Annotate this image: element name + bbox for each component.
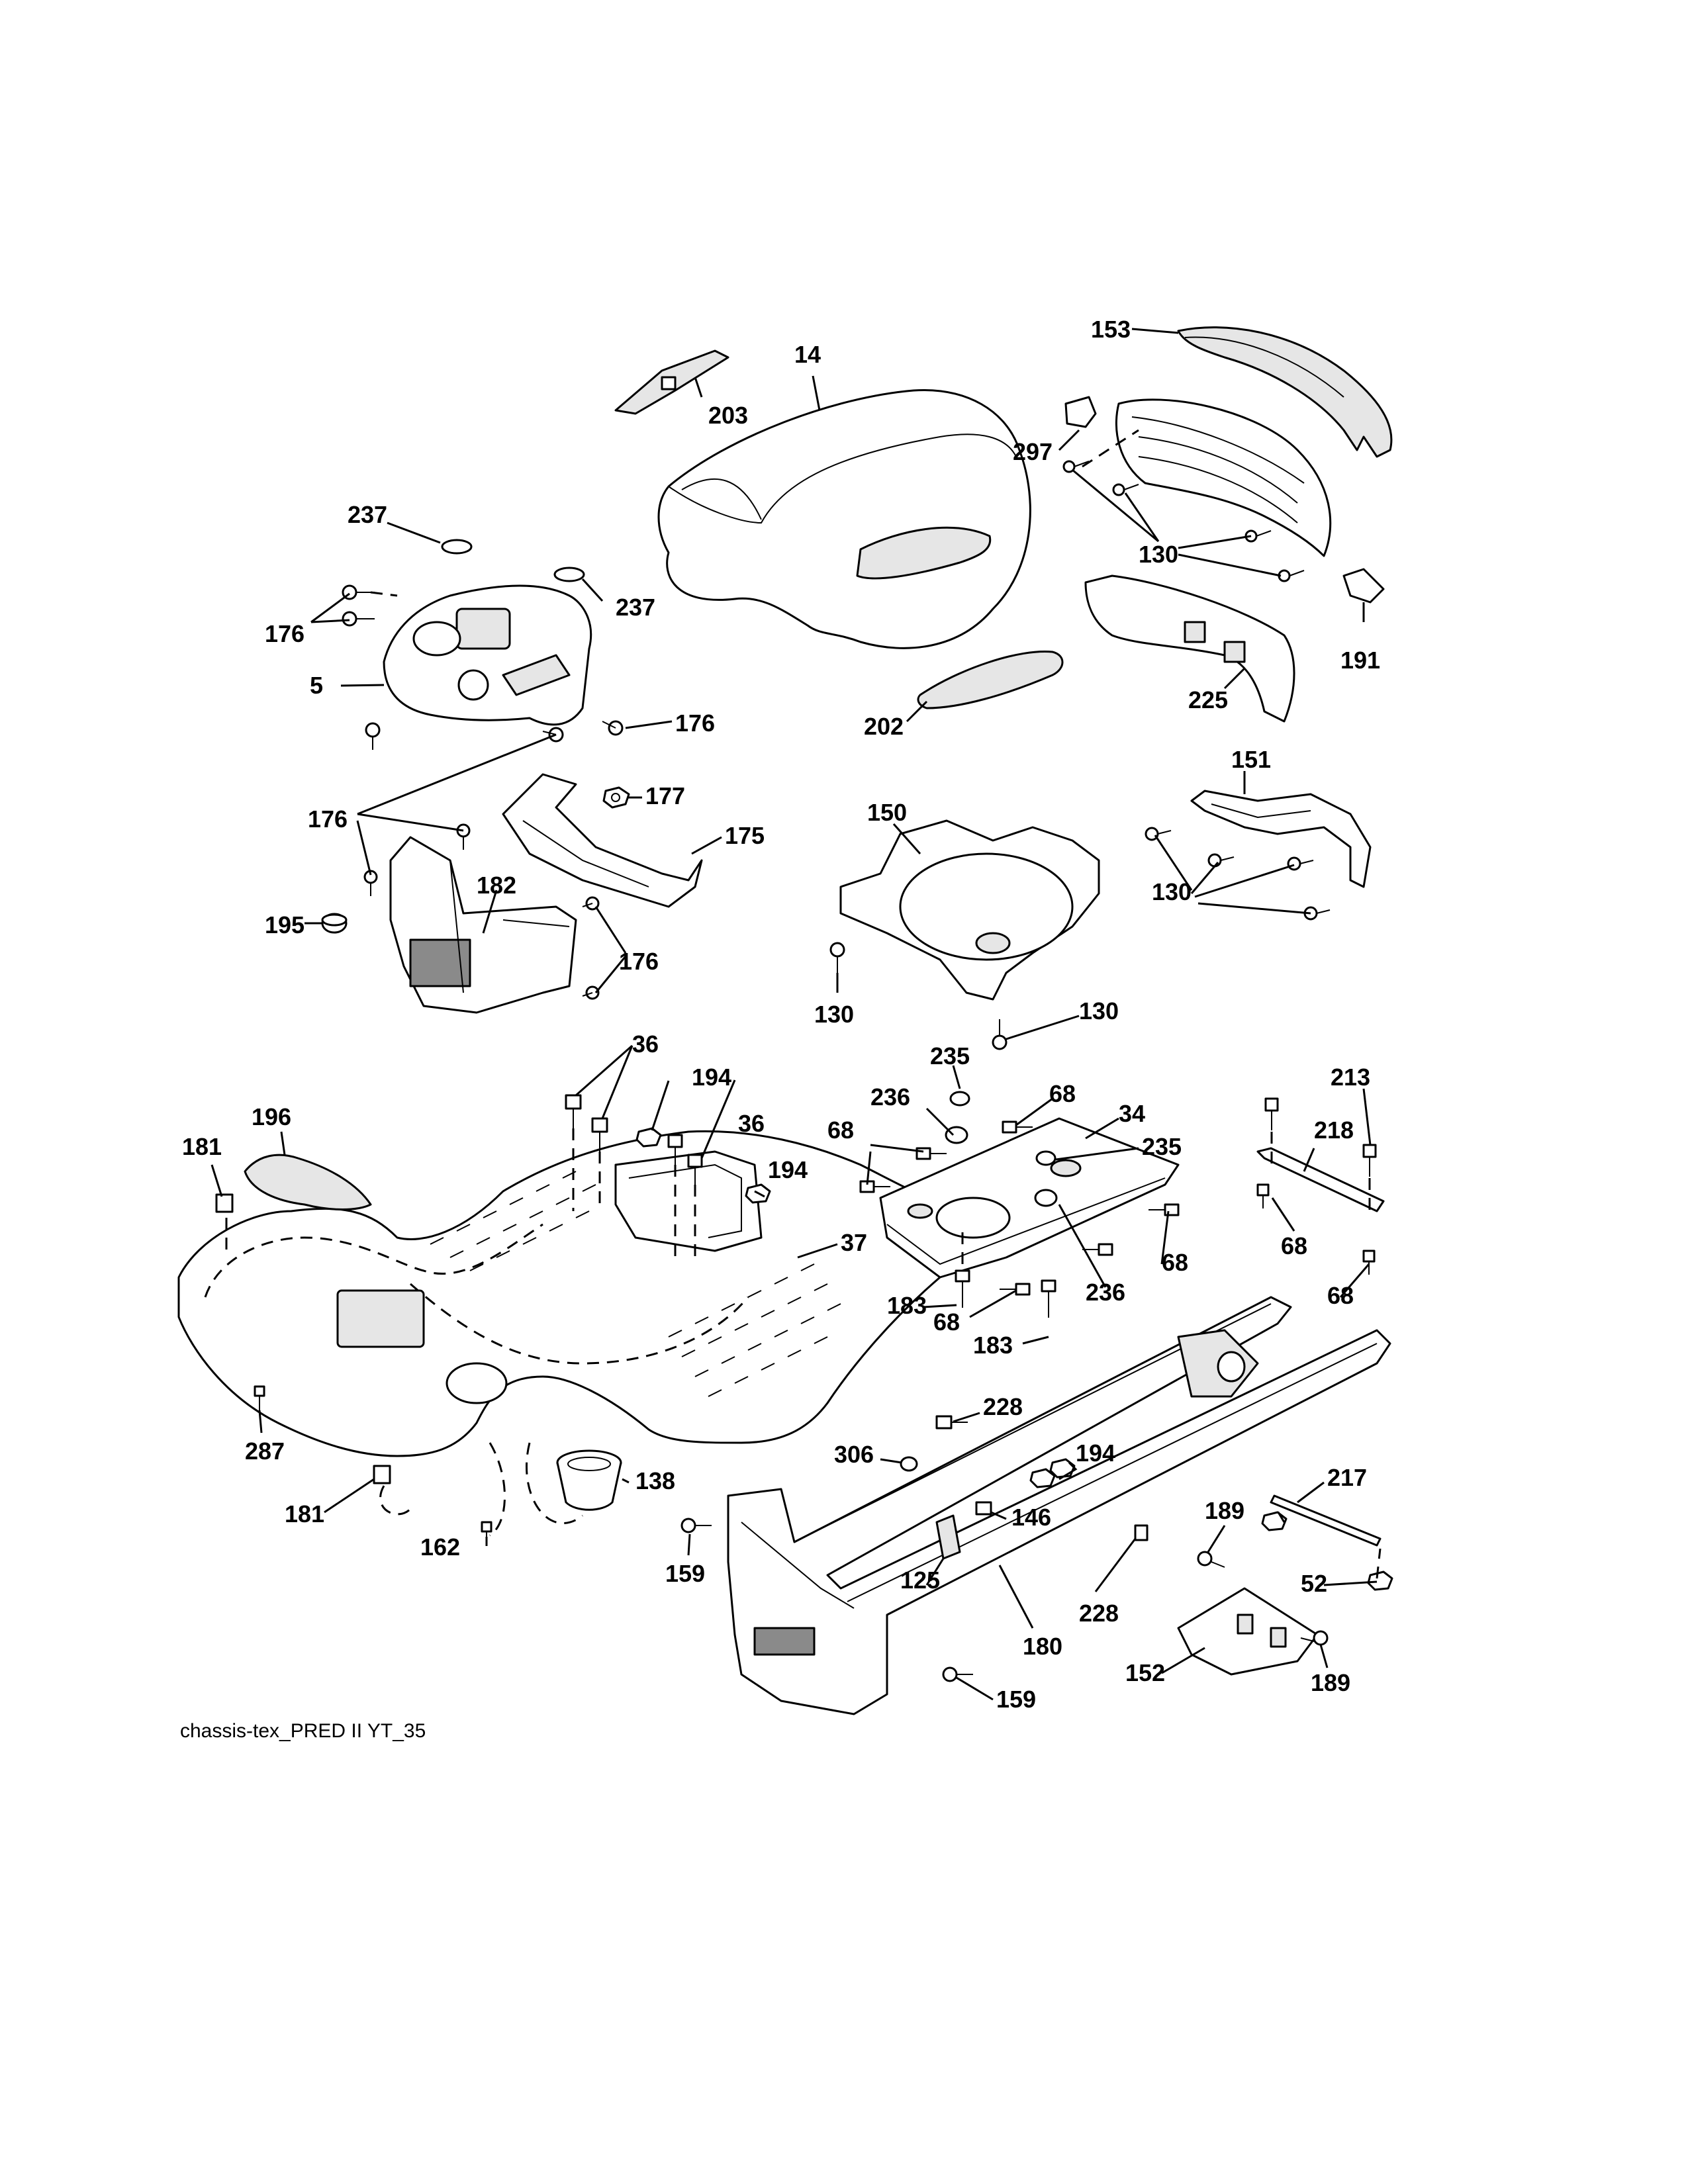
fasteners bbox=[215, 460, 1393, 1682]
callout-159: 159 bbox=[665, 1560, 705, 1587]
part-34-seat-plate bbox=[879, 1117, 1180, 1279]
callout-183: 183 bbox=[973, 1332, 1013, 1359]
callout-68: 68 bbox=[1327, 1282, 1354, 1309]
part-218-bracket bbox=[1256, 1147, 1385, 1212]
callout-181: 181 bbox=[285, 1500, 324, 1527]
callout-235: 235 bbox=[1142, 1133, 1182, 1160]
callout-68: 68 bbox=[933, 1308, 960, 1336]
callout-36: 36 bbox=[738, 1110, 765, 1137]
part-202-handle bbox=[917, 650, 1064, 709]
callout-34: 34 bbox=[1119, 1100, 1145, 1127]
callout-68: 68 bbox=[1162, 1249, 1188, 1276]
callout-52: 52 bbox=[1301, 1570, 1327, 1597]
callout-175: 175 bbox=[725, 822, 765, 849]
callout-194: 194 bbox=[692, 1064, 731, 1091]
callout-194: 194 bbox=[768, 1156, 808, 1183]
part-14-hood bbox=[657, 389, 1031, 649]
callout-159: 159 bbox=[996, 1686, 1036, 1713]
callout-228: 228 bbox=[983, 1393, 1023, 1420]
part-203-bracket bbox=[614, 349, 729, 415]
callout-68: 68 bbox=[1049, 1080, 1076, 1107]
part-196-cover bbox=[244, 1154, 372, 1210]
part-297-bumper bbox=[1064, 396, 1097, 428]
callout-196: 196 bbox=[252, 1103, 291, 1130]
callout-297: 297 bbox=[1013, 438, 1053, 465]
callout-236: 236 bbox=[870, 1083, 910, 1111]
fender-vent-slots bbox=[430, 1171, 841, 1397]
callout-237: 237 bbox=[616, 594, 655, 621]
callout-152: 152 bbox=[1125, 1659, 1165, 1686]
callout-306: 306 bbox=[834, 1441, 874, 1468]
part-150-shroud bbox=[839, 819, 1100, 1001]
callout-130: 130 bbox=[814, 1001, 854, 1028]
callout-labels: 153 14 203 297 130 237 237 176 5 176 191… bbox=[182, 316, 1380, 1713]
callout-225: 225 bbox=[1188, 686, 1228, 713]
callout-183: 183 bbox=[887, 1292, 927, 1319]
part-237-plugs bbox=[441, 539, 585, 582]
callout-146: 146 bbox=[1011, 1504, 1051, 1531]
assembly-lines bbox=[225, 429, 1382, 1579]
callout-228: 228 bbox=[1079, 1600, 1119, 1627]
part-180-frame bbox=[727, 1296, 1391, 1715]
callout-153: 153 bbox=[1091, 316, 1131, 343]
part-217-rod bbox=[1270, 1494, 1382, 1547]
callout-177: 177 bbox=[645, 782, 685, 809]
part-175-bracket bbox=[502, 773, 703, 908]
callout-176: 176 bbox=[265, 620, 305, 647]
part-37-fender bbox=[177, 1130, 994, 1457]
callout-189: 189 bbox=[1311, 1669, 1350, 1696]
callout-181: 181 bbox=[182, 1133, 222, 1160]
callout-237: 237 bbox=[348, 501, 387, 528]
callout-68: 68 bbox=[827, 1116, 854, 1144]
part-191-clip bbox=[1342, 568, 1385, 604]
callout-203: 203 bbox=[708, 402, 748, 429]
part-177-nut bbox=[602, 786, 630, 809]
callout-151: 151 bbox=[1231, 746, 1271, 773]
callout-191: 191 bbox=[1340, 647, 1380, 674]
callout-36: 36 bbox=[632, 1030, 659, 1058]
part-225-lower-grille bbox=[1084, 574, 1295, 723]
callout-37: 37 bbox=[841, 1229, 867, 1256]
callout-150: 150 bbox=[867, 799, 907, 826]
callout-130: 130 bbox=[1139, 541, 1178, 568]
callout-125: 125 bbox=[900, 1567, 940, 1594]
callout-202: 202 bbox=[864, 713, 904, 740]
callout-287: 287 bbox=[245, 1437, 285, 1465]
part-153-hood-trim bbox=[1177, 326, 1393, 458]
callout-180: 180 bbox=[1023, 1633, 1062, 1660]
part-152-cover bbox=[1177, 1587, 1319, 1676]
part-grille bbox=[1115, 398, 1332, 557]
callout-176: 176 bbox=[619, 948, 659, 975]
callout-189: 189 bbox=[1205, 1497, 1244, 1524]
part-138-bushing bbox=[556, 1449, 622, 1511]
callout-176: 176 bbox=[675, 709, 715, 737]
leader-lines bbox=[211, 328, 1378, 1701]
callout-138: 138 bbox=[635, 1467, 675, 1494]
part-5-dash-panel bbox=[383, 584, 592, 726]
part-125-bracket bbox=[935, 1514, 961, 1560]
callout-176: 176 bbox=[308, 805, 348, 833]
callout-194: 194 bbox=[1076, 1439, 1115, 1467]
callout-68: 68 bbox=[1281, 1232, 1307, 1259]
callout-130: 130 bbox=[1152, 878, 1192, 905]
diagram-caption: chassis-tex_PRED II YT_35 bbox=[180, 1720, 426, 1742]
callout-182: 182 bbox=[477, 872, 516, 899]
callout-213: 213 bbox=[1331, 1064, 1370, 1091]
part-195-plug bbox=[321, 913, 348, 934]
callout-195: 195 bbox=[265, 911, 305, 938]
part-151-bracket bbox=[1190, 790, 1372, 888]
callout-217: 217 bbox=[1327, 1464, 1367, 1491]
callout-162: 162 bbox=[420, 1533, 460, 1561]
callout-5: 5 bbox=[310, 672, 323, 699]
part-182-dash-lower bbox=[389, 836, 577, 1014]
callout-236: 236 bbox=[1086, 1279, 1125, 1306]
callout-235: 235 bbox=[930, 1042, 970, 1069]
callout-130: 130 bbox=[1079, 997, 1119, 1024]
callout-218: 218 bbox=[1314, 1116, 1354, 1144]
callout-14: 14 bbox=[794, 341, 821, 368]
